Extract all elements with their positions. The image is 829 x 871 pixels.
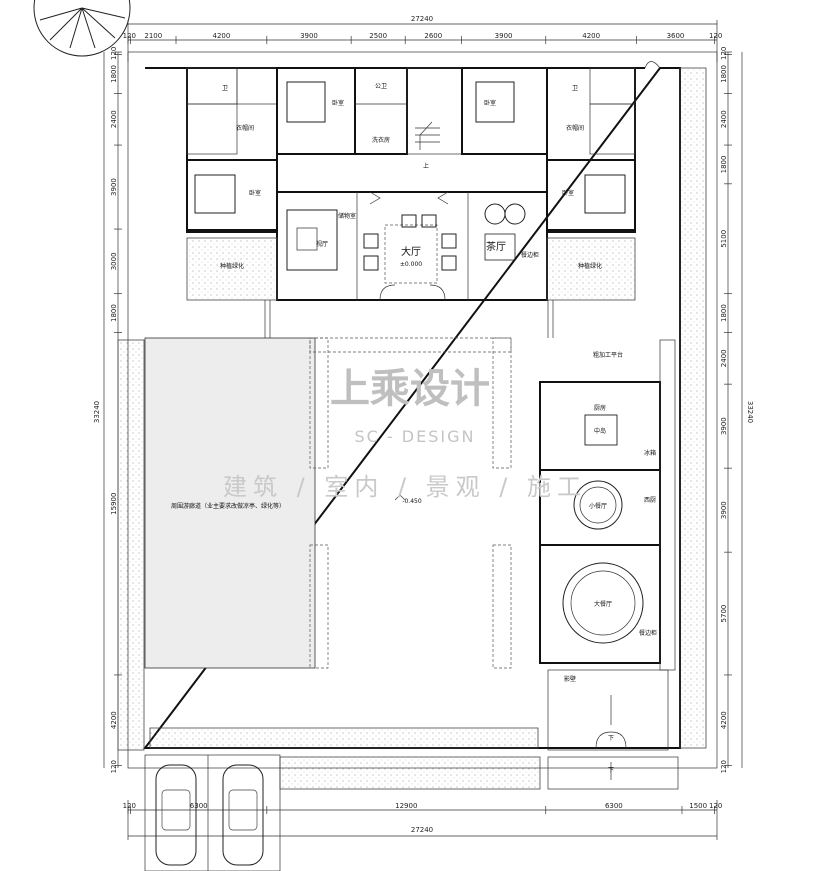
room-label: 大厅 [401,245,421,258]
bottom-segment-dim: 6300 [605,802,623,810]
watermark-en: SC - DESIGN [355,427,476,446]
room-label: 种植绿化 [578,262,602,270]
bottom-segment-dim: 6300 [190,802,208,810]
room-label: 餐边柜 [639,629,657,637]
tea-table-icon [484,203,526,261]
left-total-dim: 33240 [93,401,101,423]
bottom-segment-dim: 120 [123,802,136,810]
room-label: ±0.000 [400,261,422,268]
left-segment-dim: 15900 [110,493,118,515]
courtyard [144,300,554,669]
right-segment-dim: 1800 [720,65,728,83]
stair [415,121,440,150]
car-icon [155,764,197,866]
top-segment-dim: 3900 [300,32,318,40]
bottom-segment-dim: 12900 [395,802,417,810]
room-label: 储物室 [338,212,356,220]
bed-icon [194,81,626,214]
parking-area [144,754,281,871]
right-segment-dim: 1800 [720,156,728,174]
right-dimension-line: 33240 120 1800 2400 1800 5100 1800 2400 3900 390… [720,47,754,774]
left-segment-dim: 2400 [110,110,118,128]
east-wing [539,339,679,790]
planting-strip-left [117,339,145,751]
right-segment-dim: 120 [720,760,728,773]
courtyard-level: -0.450 [402,498,422,505]
planting-strip-front [279,756,541,790]
room-label: 粗加工平台 [593,351,623,359]
tree-symbol-icon [33,0,131,57]
room-label: 影壁 [564,675,576,683]
top-total-dim: 27240 [411,15,433,23]
room-label: 视厅 [316,240,328,248]
room-label: 衣帽间 [566,124,584,132]
room-label: 洗衣房 [372,136,390,144]
right-segment-dim: 5100 [720,230,728,248]
top-segment-dim: 3600 [667,32,685,40]
right-total-dim: 33240 [746,401,754,423]
top-dimension-line: 27240 120 2100 4200 3900 2500 2600 3900 4200 360… [123,15,722,62]
watermark-cn: 上乘设计 [330,366,490,412]
bottom-segment-dim: 1500 [689,802,707,810]
right-segment-dim: 4200 [720,711,728,729]
left-segment-dim: 120 [110,760,118,773]
room-label: 上 [423,162,429,170]
top-segment-dim: 120 [709,32,722,40]
room-label: 冰箱 [644,449,656,457]
top-segment-dim: 4200 [212,32,230,40]
hall-chairs-icon [363,214,457,271]
room-label: 小餐厅 [589,502,607,510]
room-label: 卧室 [484,99,496,107]
room-label: 卧室 [562,189,574,197]
room-label: 卧室 [249,189,261,197]
room-label: 卫 [572,85,578,92]
right-segment-dim: 2400 [720,110,728,128]
room-label: 餐边柜 [521,251,539,259]
planting-strip-right [679,67,707,749]
right-segment-dim: 3900 [720,417,728,435]
left-segment-dim: 1800 [110,304,118,322]
bottom-total-dim: 27240 [411,826,433,834]
courtyard-note: 周围游廊道（业主要求改做凉亭、绿化等） [171,502,285,510]
room-label: 中岛 [594,427,606,435]
sofa-icon [286,209,338,271]
left-segment-dim: 1800 [110,65,118,83]
main-building [186,67,636,301]
room-label: 大餐厅 [594,600,612,608]
bottom-segment-dim: 120 [709,802,722,810]
room-label: 下 [608,767,614,774]
room-label: 种植绿化 [220,262,244,270]
room-label: 茶厅 [486,240,506,253]
room-label: 下 [608,735,614,742]
top-segment-dim: 4200 [582,32,600,40]
car-icon [222,764,264,866]
left-segment-dim: 120 [110,47,118,60]
watermark-sub: 建筑 / 室内 / 景观 / 施工 [223,473,587,501]
left-segment-dim: 3000 [110,252,118,270]
room-label: 衣帽间 [236,124,254,132]
top-segment-dim: 3900 [495,32,513,40]
right-segment-dim: 1800 [720,304,728,322]
right-segment-dim: 120 [720,47,728,60]
top-segment-dim: 2100 [144,32,162,40]
right-segment-dim: 3900 [720,501,728,519]
room-label: 厨房 [594,404,606,412]
right-segment-dim: 2400 [720,349,728,367]
room-label: 卫 [222,85,228,92]
planting-strip-bottom [149,727,539,749]
top-segment-dim: 120 [123,32,136,40]
left-segment-dim: 4200 [110,711,118,729]
top-segment-dim: 2500 [369,32,387,40]
right-segment-dim: 5700 [720,605,728,623]
top-segment-dim: 2600 [424,32,442,40]
left-segment-dim: 3900 [110,178,118,196]
room-label: 西厨 [644,497,656,504]
room-label: 卧室 [332,99,344,107]
room-label: 公卫 [375,83,387,90]
